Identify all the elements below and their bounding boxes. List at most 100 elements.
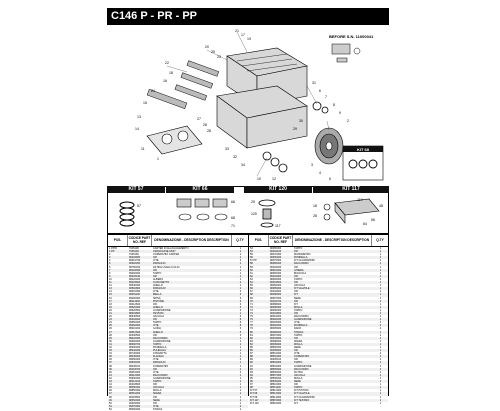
cell-code: 98245100 bbox=[129, 364, 141, 368]
cell-desc: SEDE bbox=[294, 346, 301, 349]
cell-pos: 75 bbox=[250, 315, 253, 319]
svg-text:20: 20 bbox=[205, 45, 209, 49]
cell-desc: TAPPO bbox=[153, 380, 162, 384]
cell-desc: OR bbox=[294, 265, 298, 269]
cell-code: 98480000 bbox=[270, 262, 282, 266]
cell-desc: CUSCINETTO bbox=[153, 281, 170, 285]
cell-pos: 61 bbox=[250, 271, 253, 275]
cell-pos: 39 bbox=[109, 367, 112, 371]
cell-pos: 31 bbox=[109, 342, 112, 346]
cell-desc: TAPPO bbox=[294, 361, 303, 365]
cell-desc: TAPPO bbox=[294, 247, 303, 250]
cell-desc: BIELLA bbox=[153, 293, 162, 297]
cell-qty: 2 bbox=[379, 324, 382, 328]
svg-text:17: 17 bbox=[241, 33, 245, 37]
cell-pos: 89 bbox=[250, 358, 253, 362]
cell-pos: 87 bbox=[250, 352, 253, 356]
svg-text:1: 1 bbox=[157, 157, 159, 161]
cell-qty: 1 bbox=[239, 339, 242, 343]
cell-code: 90412600 bbox=[129, 302, 141, 306]
cell-qty: 1 bbox=[379, 389, 382, 393]
cell-desc: KIT VALVOLE bbox=[294, 392, 310, 396]
page-title: C146 P - PR - PP bbox=[107, 8, 389, 24]
cell-pos: 8 bbox=[109, 271, 111, 275]
cell-pos: 66 bbox=[250, 287, 253, 291]
cell-desc: CRANKCASE ASSY bbox=[153, 250, 176, 254]
cell-pos: 25 bbox=[109, 324, 112, 328]
cell-qty: 1 bbox=[379, 318, 382, 322]
cell-pos: 76 bbox=[250, 318, 253, 322]
cell-pos: 67 bbox=[250, 290, 253, 294]
before-label: BEFORE S.N. 11000041 bbox=[329, 34, 374, 39]
cell-pos: 98 bbox=[250, 386, 253, 390]
cell-code: 98504000 bbox=[270, 364, 282, 368]
cell-qty: 1 bbox=[379, 349, 382, 353]
cell-qty: 1 bbox=[379, 284, 382, 288]
cell-qty: 1 bbox=[239, 392, 242, 396]
cell-pos: 46 bbox=[109, 389, 112, 393]
cell-pos: 81 bbox=[250, 333, 253, 337]
cell-qty: 3 bbox=[239, 327, 242, 331]
left-code-header: CODICE PART NO. REF bbox=[128, 235, 152, 246]
cell-desc: OR bbox=[294, 336, 298, 340]
cell-qty: 1 bbox=[239, 395, 242, 399]
cell-desc: TAPPO bbox=[294, 308, 303, 312]
cell-code: 98498000 bbox=[270, 339, 282, 343]
cell-pos: 69 bbox=[250, 296, 253, 300]
cell-code: 90405000 bbox=[270, 349, 282, 353]
cell-pos: 30 bbox=[109, 339, 112, 343]
cell-qty: 3 bbox=[239, 293, 242, 297]
cell-desc: GUARNIZIONE bbox=[294, 318, 312, 322]
cell-code: 90600200 bbox=[129, 346, 141, 349]
cell-pos: 93 bbox=[250, 370, 253, 374]
cell-qty: 1 bbox=[379, 290, 382, 294]
svg-text:7: 7 bbox=[325, 95, 327, 99]
cell-desc: OR bbox=[294, 290, 298, 294]
cell-qty: 2 bbox=[239, 281, 242, 285]
cell-code: 98514000 bbox=[270, 395, 282, 399]
table-row: 76 98492000 GUARNIZIONE 1 bbox=[249, 318, 388, 322]
cell-qty: 1 bbox=[239, 367, 242, 371]
cell-pos: 37 bbox=[109, 361, 112, 365]
cell-desc: PISTONE bbox=[153, 299, 164, 303]
cell-pos: 79 bbox=[250, 327, 253, 331]
cell-desc: SFERA bbox=[294, 339, 303, 343]
cell-desc: OR bbox=[294, 250, 298, 254]
svg-text:29: 29 bbox=[251, 200, 255, 204]
cell-pos: 20 bbox=[109, 308, 112, 312]
cell-desc: CARTER DI ALLOGGIAMENTO bbox=[153, 247, 189, 250]
svg-text:33: 33 bbox=[225, 147, 229, 151]
cell-qty: 1 bbox=[379, 383, 382, 387]
cell-code: 98511000 bbox=[270, 386, 281, 390]
left-pos-header: POS. bbox=[108, 235, 128, 246]
svg-text:66: 66 bbox=[231, 200, 235, 204]
cell-qty: 1 bbox=[239, 247, 242, 250]
cell-desc: COPERCHIO CARTER bbox=[153, 253, 180, 257]
cell-code: 98492000 bbox=[270, 318, 282, 322]
cell-desc: OR bbox=[153, 268, 157, 272]
svg-text:10: 10 bbox=[257, 177, 261, 181]
cell-desc: MOLLA bbox=[153, 389, 162, 393]
cell-qty: 3 bbox=[239, 299, 242, 303]
cell-desc: PARAOLIO bbox=[153, 361, 166, 365]
cell-pos: 1 P/PR bbox=[109, 247, 117, 250]
svg-text:27: 27 bbox=[197, 117, 201, 121]
cell-desc: BOCCOLA bbox=[294, 271, 307, 275]
